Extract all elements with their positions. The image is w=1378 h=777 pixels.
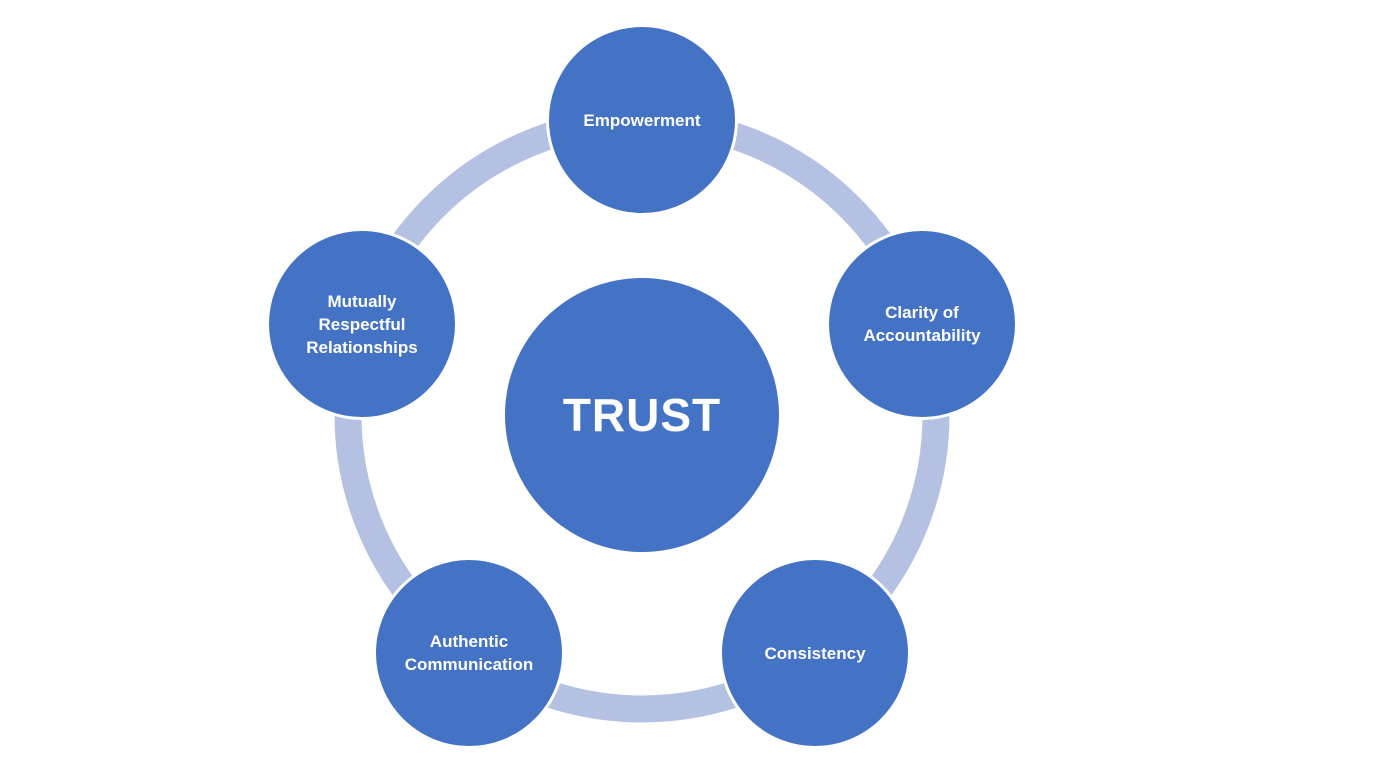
node-label: Empowerment xyxy=(583,110,701,130)
node-mutually-respectful-relationships: Mutually Respectful Relationships xyxy=(266,228,458,420)
node-clarity-of-accountability: Clarity of Accountability xyxy=(826,228,1018,420)
node-label: Clarity of Accountability xyxy=(863,303,981,345)
node-consistency: Consistency xyxy=(719,557,911,749)
node-label: Consistency xyxy=(764,643,866,663)
node-authentic-communication: Authentic Communication xyxy=(373,557,565,749)
node-label: Mutually Respectful Relationships xyxy=(306,291,418,357)
node-label: Authentic Communication xyxy=(404,632,534,674)
center-label: TRUST xyxy=(562,389,722,441)
node-trust-center: TRUST xyxy=(505,278,779,552)
node-empowerment: Empowerment xyxy=(546,24,738,216)
